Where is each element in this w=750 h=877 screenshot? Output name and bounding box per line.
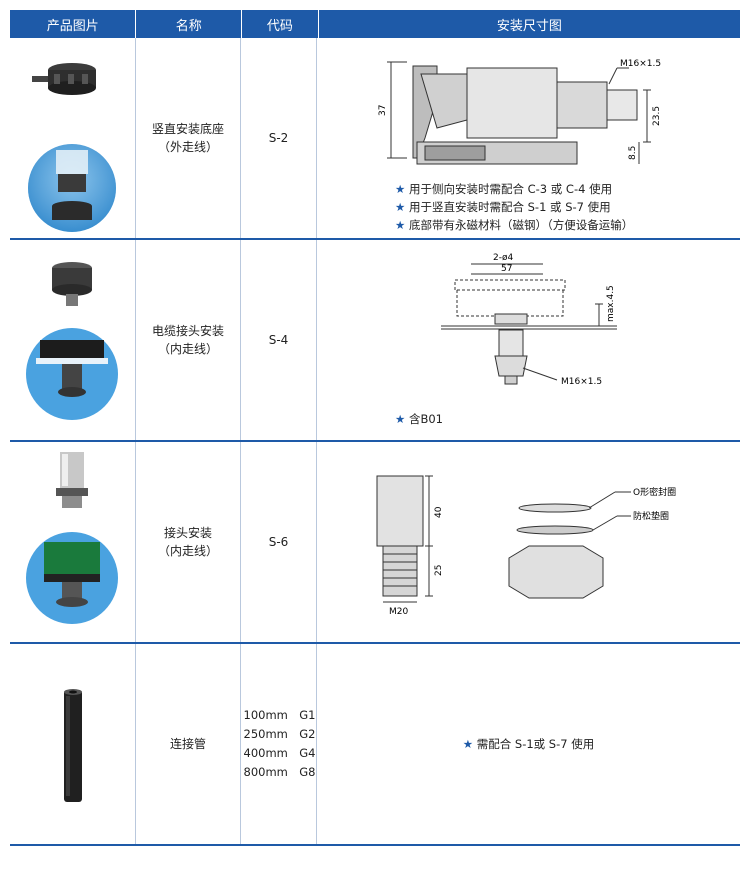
name-line1: 连接管 (169, 737, 206, 751)
label-lock-washer: 防松垫圈 (633, 510, 669, 522)
star-icon: ★ (395, 218, 406, 232)
table-header: 产品图片 名称 代码 安装尺寸图 (10, 10, 740, 38)
dim-max-4-5: max.4.5 (606, 285, 616, 322)
notes-pipe: ★ 需配合 S-1或 S-7 使用 (317, 644, 740, 844)
dim-37: 37 (378, 105, 388, 116)
name-line2: （外走线） (157, 140, 218, 154)
note-item: ★ 用于竖直安装时需配合 S-1 或 S-7 使用 (395, 200, 611, 214)
product-code-s6: S-6 (241, 442, 317, 642)
star-icon: ★ (395, 412, 406, 426)
dim-8-5: 8.5 (628, 146, 638, 160)
dim-25: 25 (434, 565, 444, 576)
dimension-drawing-s2: 37 M16×1.5 23.5 8.5 ★ 用于侧向安装时需配合 C-3 或 C… (317, 38, 740, 238)
product-photo-s6 (10, 442, 136, 642)
dim-m16: M16×1.5 (620, 59, 661, 69)
note-item: ★ 底部带有永磁材料（磁钢）（方便设备运输） (395, 218, 634, 232)
name-line2: （内走线） (157, 544, 218, 558)
joint-mount-image (26, 452, 118, 624)
code: S-4 (268, 333, 289, 347)
table-row-s6: 接头安装 （内走线） S-6 (10, 442, 740, 644)
note-item: ★ 需配合 S-1或 S-7 使用 (462, 737, 595, 751)
product-photo-s2 (10, 38, 136, 238)
name-line1: 电缆接头安装 (151, 324, 224, 338)
table-row-s2: 竖直安装底座 （外走线） S-2 (10, 38, 740, 240)
table-row-s4: 电缆接头安装 （内走线） S-4 (10, 240, 740, 442)
name-line1: 接头安装 (163, 526, 212, 540)
drawing-s6: 40 25 M20 O形密封圈 防松垫圈 (376, 475, 676, 617)
cable-joint-image (26, 262, 118, 420)
dim-23-5: 23.5 (652, 106, 662, 126)
dim-40: 40 (434, 506, 444, 518)
star-icon: ★ (395, 182, 406, 196)
dim-2-phi-4: 2-ø4 (493, 253, 513, 263)
product-code-s2: S-2 (241, 38, 317, 238)
dimension-drawing-s6: 40 25 M20 O形密封圈 防松垫圈 (317, 442, 740, 642)
connecting-pipe-image (64, 689, 82, 802)
drawing-s2: 37 M16×1.5 23.5 8.5 (378, 59, 662, 165)
code: S-2 (268, 131, 289, 145)
note-item: ★ 用于侧向安装时需配合 C-3 或 C-4 使用 (395, 182, 613, 196)
product-code-s4: S-4 (241, 240, 317, 440)
code: S-6 (268, 535, 289, 549)
product-photo-pipe (10, 644, 136, 844)
name-line1: 竖直安装底座 (151, 122, 224, 136)
base-mount-image (28, 63, 116, 232)
header-code: 代码 (242, 10, 319, 38)
drawing-s4: 2-ø4 57 max.4.5 M16×1.5 (441, 253, 617, 387)
dimension-drawing-s4: 2-ø4 57 max.4.5 M16×1.5 ★ 含B01 (317, 240, 740, 440)
dim-57: 57 (501, 264, 512, 274)
product-table: 产品图片 名称 代码 安装尺寸图 (10, 10, 740, 846)
header-name: 名称 (136, 10, 243, 38)
star-icon: ★ (462, 737, 474, 751)
dim-m20: M20 (389, 607, 408, 617)
product-name-s6: 接头安装 （内走线） (136, 442, 241, 642)
dim-m16: M16×1.5 (561, 377, 602, 387)
star-icon: ★ (395, 200, 406, 214)
notes-s2: ★ 用于侧向安装时需配合 C-3 或 C-4 使用 ★ 用于竖直安装时需配合 S… (395, 180, 633, 234)
product-name-s4: 电缆接头安装 （内走线） (136, 240, 241, 440)
note-item: ★ 含B01 (395, 412, 443, 426)
header-photo: 产品图片 (10, 10, 137, 38)
name-line2: （内走线） (157, 342, 218, 356)
label-oring: O形密封圈 (633, 486, 676, 498)
product-name-pipe: 连接管 (136, 644, 241, 844)
header-dimensions: 安装尺寸图 (496, 18, 562, 34)
product-name-s2: 竖直安装底座 （外走线） (136, 38, 241, 238)
notes-s4: ★ 含B01 (395, 410, 443, 428)
product-photo-s4 (10, 240, 136, 440)
